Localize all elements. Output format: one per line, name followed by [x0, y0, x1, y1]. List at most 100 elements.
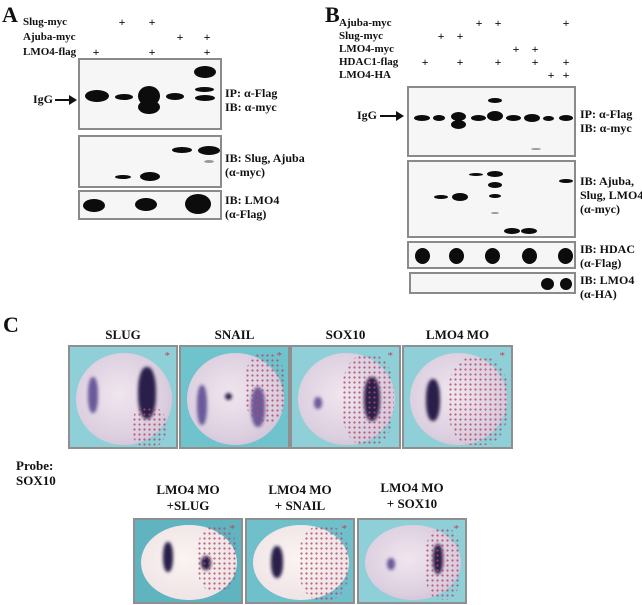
panel-b-blot-ip	[407, 86, 576, 157]
lane-plus-marker: +	[176, 30, 184, 44]
lane-plus-marker: +	[148, 15, 156, 29]
embryo-image-snail: *	[179, 345, 290, 449]
stain	[88, 377, 98, 413]
stain	[426, 379, 440, 421]
panel-a-blot-slug-ajuba-label-2: (α-myc)	[225, 165, 266, 179]
lane-plus-marker: +	[512, 42, 520, 56]
lane-plus-marker: +	[421, 55, 429, 69]
band	[185, 194, 211, 214]
embryo-image-sox10: *	[290, 345, 401, 449]
stain	[163, 542, 173, 572]
panel-b-blot-hdac-label-2: (α-Flag)	[580, 256, 622, 270]
band	[451, 120, 466, 129]
band	[194, 66, 216, 78]
asterisk-marker: *	[164, 350, 171, 362]
band	[195, 95, 215, 101]
band	[522, 248, 537, 264]
band	[83, 199, 105, 212]
embryo-title-mo-slug-1: LMO4 MO	[156, 482, 220, 497]
band	[140, 172, 160, 181]
embryo-title-slug: SLUG	[105, 327, 141, 342]
probe-label-1: Probe:	[16, 458, 54, 473]
lane-plus-marker: +	[475, 16, 483, 30]
embryo-title-mo-slug-2: +SLUG	[166, 498, 210, 513]
band	[541, 278, 554, 290]
panel-a-letter: A	[2, 2, 18, 27]
lane-plus-marker: +	[456, 29, 464, 43]
band	[531, 148, 541, 150]
band	[452, 193, 468, 201]
band	[138, 100, 160, 114]
band	[414, 115, 430, 121]
red-stain-dots	[448, 357, 508, 445]
panel-a-igg-arrow-icon	[55, 95, 77, 105]
condition-label: LMO4-HA	[339, 69, 391, 81]
embryo-title-lmo4-mo: LMO4 MO	[425, 327, 490, 342]
red-stain-dots	[342, 355, 394, 445]
panel-b-blot-hdac	[407, 241, 576, 269]
band	[504, 228, 520, 234]
stain	[271, 546, 283, 578]
lane-plus-marker: +	[494, 16, 502, 30]
panel-b-blot-ip-label-2: IB: α-myc	[580, 121, 632, 135]
stain	[314, 397, 322, 409]
band	[166, 93, 184, 100]
panel-a-blot-lmo4-label-2: (α-Flag)	[225, 207, 267, 221]
panel-b-letter: B	[325, 2, 340, 27]
panel-b-blot-ajuba-label-3: (α-myc)	[580, 202, 621, 216]
panel-b-blot-lmo4-ha	[409, 272, 576, 294]
panel-a-blot-ip-label-1: IP: α-Flag	[225, 86, 278, 100]
band	[488, 182, 502, 188]
band	[487, 111, 503, 121]
lane-plus-marker: +	[531, 55, 539, 69]
band	[560, 278, 572, 290]
condition-label: Slug-myc	[339, 30, 383, 42]
panel-b-blot-ajuba-slug-lmo4	[407, 160, 576, 238]
band	[469, 173, 483, 176]
band	[172, 147, 192, 153]
band	[115, 94, 133, 100]
embryo-title-mo-sox10-2: + SOX10	[386, 496, 438, 511]
asterisk-marker: *	[499, 350, 506, 362]
panel-c-letter: C	[3, 312, 19, 337]
band	[198, 146, 220, 155]
lane-plus-marker: +	[547, 68, 555, 82]
embryo-title-snail: SNAIL	[214, 327, 255, 342]
band	[487, 171, 503, 177]
asterisk-marker: *	[341, 523, 348, 535]
band	[524, 114, 540, 122]
band	[506, 115, 521, 121]
red-stain-dots	[299, 526, 349, 600]
panel-a-blot-ip	[78, 58, 222, 130]
stain	[387, 558, 395, 570]
lane-plus-marker: +	[148, 45, 156, 59]
band	[558, 248, 573, 264]
condition-label: Ajuba-myc	[339, 17, 392, 29]
asterisk-marker: *	[453, 523, 460, 535]
band	[195, 87, 214, 92]
condition-label: HDAC1-flag	[339, 56, 399, 68]
panel-b-blot-ip-label-1: IP: α-Flag	[580, 107, 633, 121]
stain	[138, 367, 156, 419]
panel-a-blot-slug-ajuba-label-1: IB: Slug, Ajuba	[225, 151, 305, 165]
panel-b-blot-ajuba-label-1: IB: Ajuba,	[580, 174, 635, 188]
embryo-title-mo-snail-2: + SNAIL	[274, 498, 326, 513]
band	[451, 112, 466, 121]
lane-plus-marker: +	[203, 45, 211, 59]
band	[489, 194, 501, 198]
panel-a-blot-slug-ajuba	[78, 135, 222, 188]
band	[434, 195, 448, 199]
panel-a-blot-ip-label-2: IB: α-myc	[225, 100, 277, 114]
embryo-title-sox10: SOX10	[325, 327, 366, 342]
lane-plus-marker: +	[494, 55, 502, 69]
band	[204, 160, 214, 163]
panel-a-blot-lmo4	[78, 190, 222, 220]
embryo-image-mo-snail: *	[245, 518, 355, 604]
condition-label: Ajuba-myc	[23, 31, 76, 43]
red-stain-dots	[197, 526, 237, 592]
band	[485, 248, 500, 264]
asterisk-marker: *	[276, 350, 283, 362]
panel-a-blot-lmo4-label-1: IB: LMO4	[225, 193, 280, 207]
condition-label: LMO4-myc	[339, 43, 394, 55]
band	[135, 198, 157, 211]
